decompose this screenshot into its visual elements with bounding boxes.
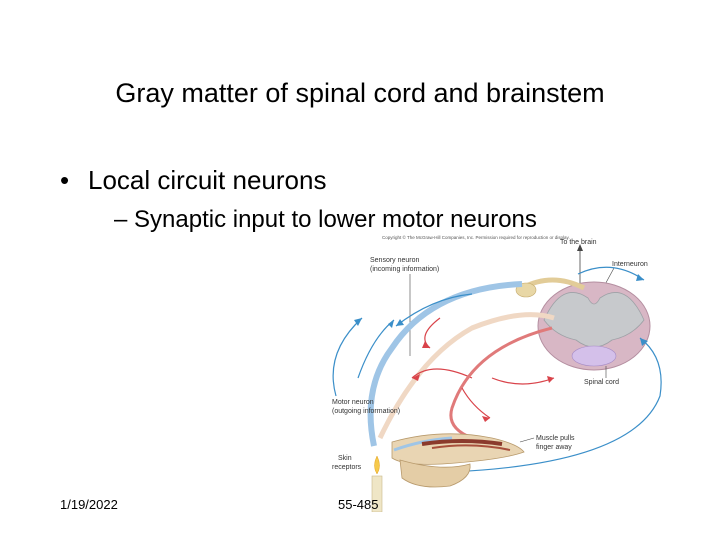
label-incoming-information: (incoming information): [370, 266, 439, 273]
footer-page-number: 55-485: [338, 497, 379, 512]
label-spinal-cord: Spinal cord: [584, 379, 619, 386]
reflex-arc-figure: Copyright © The McGraw-Hill Companies, I…: [322, 228, 666, 513]
footer-date: 1/19/2022: [60, 497, 118, 512]
label-receptors: receptors: [332, 464, 362, 471]
bullet-local-circuit-neurons: • Local circuit neurons: [60, 165, 326, 196]
label-finger-away: finger away: [536, 444, 572, 451]
motor-pathway: [411, 317, 555, 440]
figure-copyright: Copyright © The McGraw-Hill Companies, I…: [382, 234, 570, 240]
reflex-arc-illustration: Copyright © The McGraw-Hill Companies, I…: [332, 234, 662, 513]
sub-bullet-synaptic-input: – Synaptic input to lower motor neurons: [114, 206, 537, 233]
hand-illustration: [391, 433, 525, 488]
sensory-pathway: [332, 266, 662, 473]
bullet-dot: •: [60, 165, 70, 195]
muscle-pointer: [519, 437, 535, 443]
label-outgoing-information: (outgoing information): [332, 408, 400, 415]
label-skin: Skin: [338, 455, 352, 462]
slide-title: Gray matter of spinal cord and brainstem: [115, 78, 605, 108]
spinal-cord-section: [515, 277, 651, 371]
bullet-level1-text: Local circuit neurons: [88, 165, 327, 195]
label-to-the-brain: To the brain: [560, 239, 597, 246]
label-sensory-neuron: Sensory neuron: [370, 257, 420, 264]
to-brain-arrowhead: [577, 244, 583, 251]
label-interneuron: Interneuron: [612, 261, 648, 268]
label-motor-neuron: Motor neuron: [332, 399, 374, 406]
label-muscle-pulls: Muscle pulls: [536, 435, 575, 442]
